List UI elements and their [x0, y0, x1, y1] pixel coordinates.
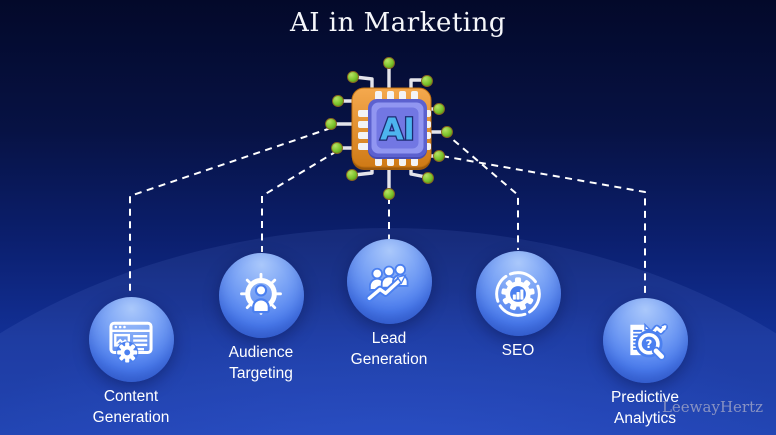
node-seo: SEO — [438, 251, 598, 362]
node-content-generation: Content Generation — [51, 297, 211, 428]
connector-audience-targeting — [261, 150, 338, 252]
person-target-icon — [240, 272, 282, 315]
ai-chip-icon: AI — [325, 57, 453, 200]
node-lead-generation: Lead Generation — [309, 239, 469, 370]
chip-pins — [325, 57, 453, 200]
predictive-analytics-label: Predictive Analytics — [610, 389, 680, 427]
chip-ai-label: AI — [380, 113, 414, 148]
people-trend-arrow-icon — [365, 263, 409, 302]
webpage-gear-icon — [109, 321, 153, 364]
content-generation-circle — [88, 297, 174, 382]
seo-circle — [475, 251, 561, 336]
gear-bar-chart-icon — [495, 270, 541, 317]
chip-core-center — [376, 107, 419, 149]
svg-text:?: ? — [646, 336, 653, 350]
lead-generation-circle — [346, 239, 432, 324]
audience-targeting-label: Audience Targeting — [228, 344, 294, 382]
seo-label: SEO — [501, 342, 535, 359]
leewayhertz-watermark: LeewayHertz — [661, 398, 763, 416]
predictive-analytics-circle: ? — [602, 298, 688, 383]
lead-generation-label: Lead Generation — [350, 330, 428, 368]
content-generation-label: Content Generation — [92, 388, 170, 426]
node-audience-targeting: Audience Targeting — [181, 253, 341, 384]
connector-content-generation — [129, 127, 332, 295]
node-predictive-analytics: ? Predictive Analytics — [565, 298, 725, 429]
connector-predictive-analytics — [441, 155, 646, 297]
audience-targeting-circle — [218, 253, 304, 338]
document-magnifier-icon: ? — [630, 322, 669, 361]
page-title: AI in Marketing — [290, 8, 506, 38]
